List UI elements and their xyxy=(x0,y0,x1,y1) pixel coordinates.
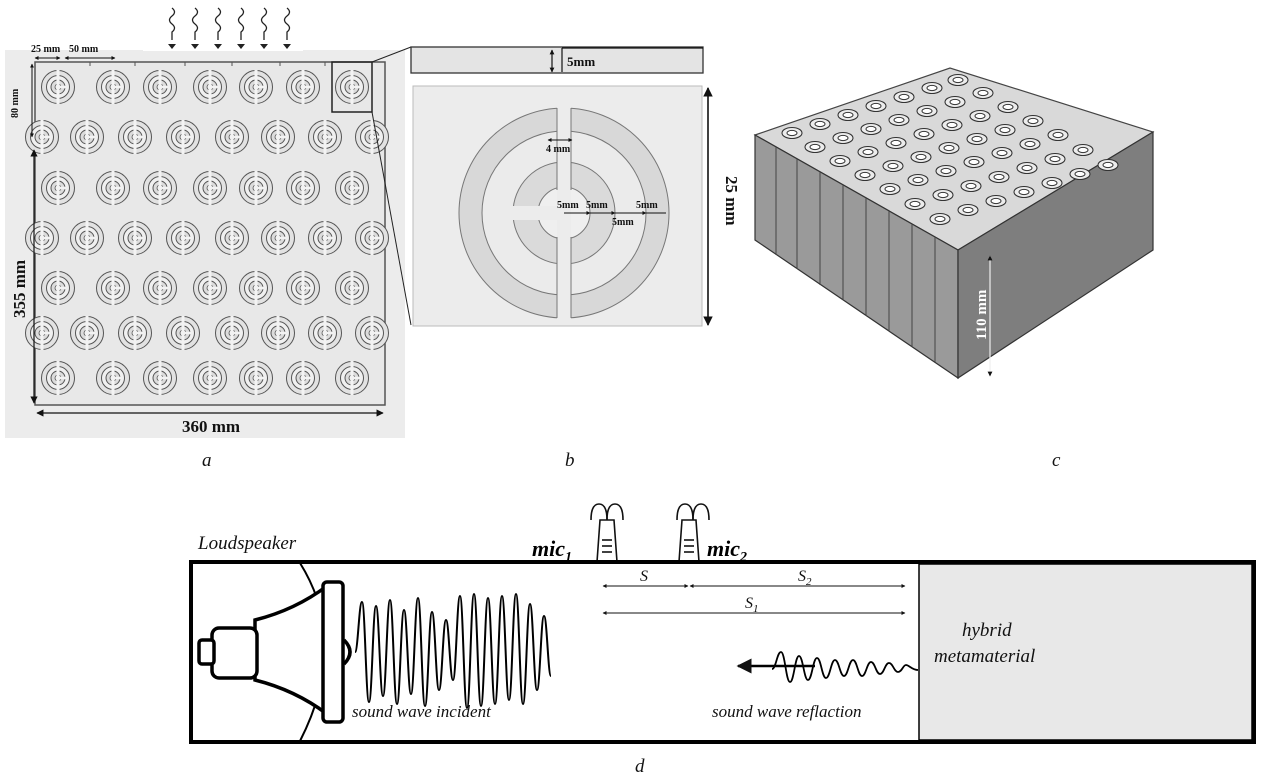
r2-label: 5mm xyxy=(586,200,608,211)
top-gap-label: 5mm xyxy=(567,54,595,69)
s2-label: S2 xyxy=(798,568,812,588)
width-label: 360 mm xyxy=(182,417,240,436)
mic2-label: mic2 xyxy=(707,536,747,565)
pitch-label: 25 mm xyxy=(31,44,61,55)
incident-wave-area xyxy=(143,5,303,51)
metamaterial-line2: metamaterial xyxy=(934,646,1035,667)
s1-label: S1 xyxy=(745,595,759,615)
slit-label: 4 mm xyxy=(546,144,571,155)
panel-c: 110 mm xyxy=(753,67,1155,380)
caption-c: c xyxy=(1052,450,1061,471)
incident-wave-arrows xyxy=(168,7,291,40)
loudspeaker-label: Loudspeaker xyxy=(197,533,297,554)
spacing-label: 50 mm xyxy=(69,44,99,55)
metamaterial-sample xyxy=(918,563,1253,741)
loudspeaker-icon xyxy=(197,562,352,742)
cell-label: 80 mm xyxy=(10,88,21,118)
caption-b: b xyxy=(565,450,575,471)
incident-wave xyxy=(354,592,552,710)
mic1 xyxy=(590,503,624,563)
panel-b: 5mm 4 mm 5mm 5mm 5mm 5mm 25 mm xyxy=(410,46,741,327)
caption-d: d xyxy=(635,756,645,776)
r4-label: 5mm xyxy=(636,200,658,211)
block-columns xyxy=(775,147,936,362)
incident-label: sound wave incident xyxy=(352,702,492,721)
r3-label: 5mm xyxy=(612,217,634,228)
impedance-tube xyxy=(189,560,1256,744)
cell-height-label: 25 mm xyxy=(722,176,741,226)
panel-d: Loudspeaker mic1 mic2 hybrid metamateria… xyxy=(189,503,1256,744)
depth-label: 110 mm xyxy=(974,289,990,340)
mic1-label: mic1 xyxy=(532,536,572,565)
mic2 xyxy=(676,503,710,563)
top-strip xyxy=(410,46,704,74)
zoom-box xyxy=(331,61,373,113)
height-label: 355 mm xyxy=(10,260,29,318)
metamaterial-line1: hybrid xyxy=(962,620,1012,641)
reflected-wave xyxy=(771,651,919,683)
panel-a: 25 mm 50 mm 80 mm 355 mm 360 mm xyxy=(5,5,412,438)
zoom-line-top xyxy=(371,46,412,63)
r1-label: 5mm xyxy=(557,200,579,211)
caption-a: a xyxy=(202,450,212,471)
zoom-line-bottom xyxy=(371,111,412,326)
s-label: S xyxy=(640,568,648,585)
reflection-label: sound wave reflaction xyxy=(712,702,862,721)
